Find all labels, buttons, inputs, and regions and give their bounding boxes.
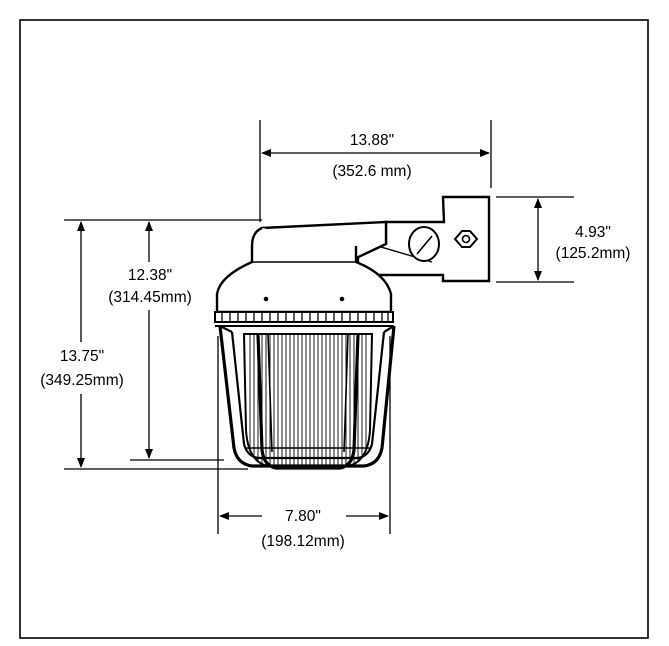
glass-globe	[242, 333, 374, 467]
light-fixture	[214, 195, 491, 470]
wire-guard	[218, 325, 396, 470]
housing-dome	[215, 226, 393, 314]
drawing-border	[19, 19, 649, 639]
bracket-knob	[408, 226, 440, 262]
body-height-metric: (314.45mm)	[108, 289, 192, 306]
overall-height-metric: (349.25mm)	[40, 372, 124, 389]
width-imperial: 7.80"	[285, 508, 321, 525]
bracket-height-metric: (125.2mm)	[556, 245, 631, 262]
bracket-height-imperial: 4.93"	[575, 224, 611, 241]
dimension-lines	[64, 120, 574, 534]
body-height-imperial: 12.38"	[128, 267, 172, 284]
gasket-ring	[214, 311, 394, 323]
arm-length-metric: (352.6 mm)	[332, 163, 411, 180]
arm-length-imperial: 13.88"	[350, 132, 394, 149]
width-metric: (198.12mm)	[261, 533, 345, 550]
overall-height-imperial: 13.75"	[60, 348, 104, 365]
wall-bracket	[356, 195, 491, 283]
dimension-labels: 13.88" (352.6 mm) 4.93" (125.2mm) 12.38"…	[40, 132, 630, 550]
